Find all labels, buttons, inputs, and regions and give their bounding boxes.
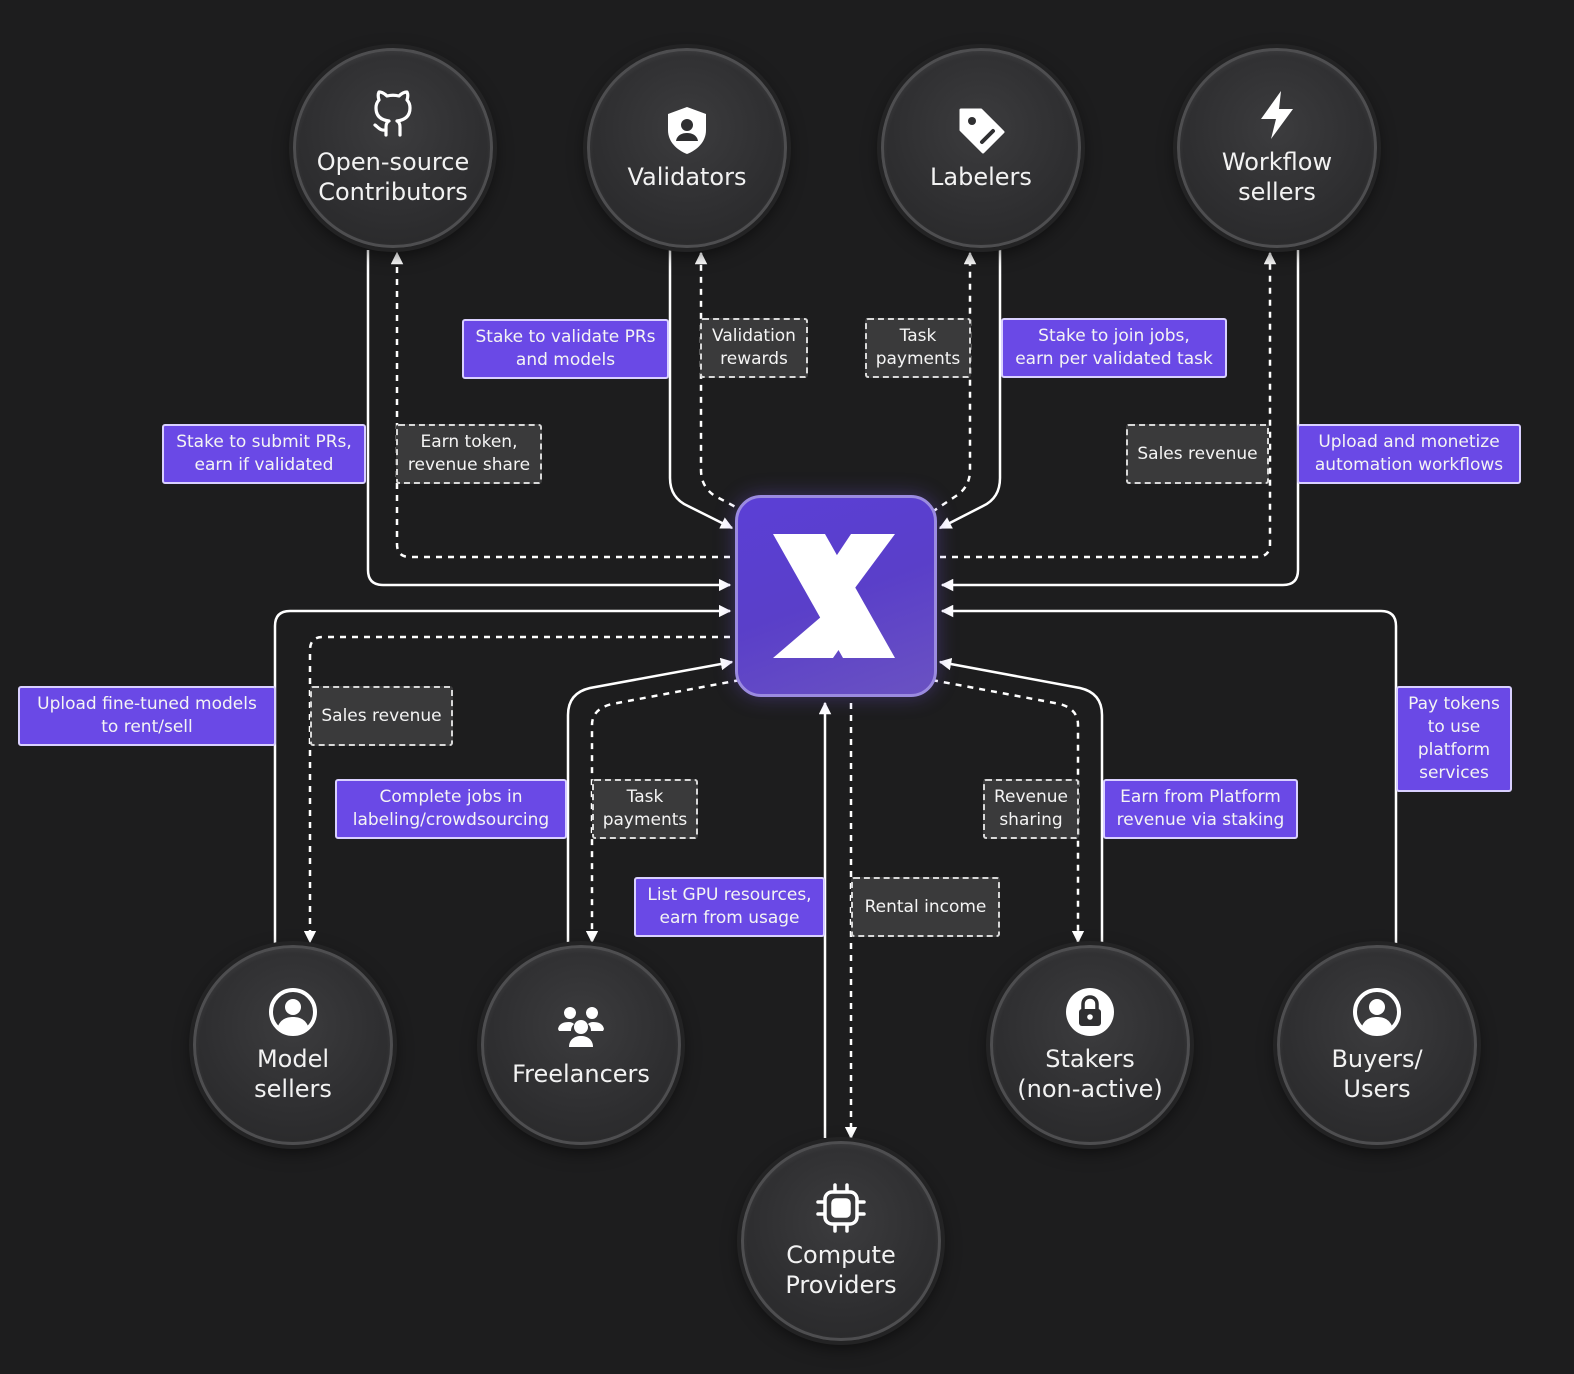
node-label: Freelancers: [512, 1060, 650, 1088]
flow-open-source-reward: [390, 251, 730, 559]
node-labelers: Labelers: [881, 48, 1081, 248]
group-icon: [558, 1007, 604, 1047]
user-circle-icon: [1353, 988, 1401, 1036]
node-label: Open-source Contributors: [316, 148, 470, 206]
label-stake-submit-prs: Stake to submit PRs, earn if validated: [162, 424, 366, 484]
node-label: Model sellers: [254, 1045, 332, 1103]
node-label: Labelers: [930, 163, 1032, 191]
flow-freelancers-payment: [585, 678, 741, 944]
flow-stakers-revenue: [931, 678, 1085, 944]
flow-workflow-revenue: [940, 251, 1277, 559]
label-validation-rewards: Validation rewards: [700, 318, 808, 378]
chip-icon: [816, 1183, 866, 1233]
node-model-sellers: Model sellers: [193, 945, 393, 1145]
flow-validators-stake: [668, 250, 734, 530]
label-earn-platform: Earn from Platform revenue via staking: [1103, 779, 1298, 839]
node-stakers: Stakers (non-active): [990, 945, 1190, 1145]
node-validators: Validators: [587, 48, 787, 248]
node-label: Buyers/ Users: [1331, 1045, 1423, 1103]
node-buyers-users: Buyers/ Users: [1277, 945, 1477, 1145]
flow-stakers-stake: [938, 657, 1104, 945]
label-upload-workflows: Upload and monetize automation workflows: [1297, 424, 1521, 484]
flow-workflow-upload: [940, 250, 1300, 592]
flow-buyers-pay: [940, 604, 1398, 945]
node-freelancers: Freelancers: [481, 945, 681, 1145]
platform-hub: [735, 495, 937, 697]
label-task-payments-bottom: Task payments: [592, 779, 698, 839]
user-circle-icon: [269, 988, 317, 1036]
flow-labelers-payment: [931, 251, 977, 514]
label-pay-tokens: Pay tokens to use platform services: [1396, 686, 1512, 792]
node-open-source-contributors: Open-source Contributors: [293, 48, 493, 248]
flow-labelers-stake: [938, 250, 1002, 530]
github-icon: [373, 90, 412, 137]
label-upload-models: Upload fine-tuned models to rent/sell: [18, 686, 276, 746]
label-rental-income: Rental income: [851, 877, 1000, 937]
lock-icon: [1066, 988, 1114, 1036]
label-earn-token: Earn token, revenue share: [396, 424, 542, 484]
label-sales-revenue-top: Sales revenue: [1126, 424, 1269, 484]
flow-open-source-stake: [366, 250, 732, 592]
node-label: Stakers (non-active): [1017, 1045, 1163, 1103]
node-label: Validators: [627, 163, 747, 191]
label-task-payments-top: Task payments: [865, 318, 971, 378]
tag-icon: [959, 108, 1005, 154]
x-logo-icon: [773, 534, 895, 658]
flow-validators-reward: [694, 251, 746, 514]
flow-freelancers-jobs: [566, 657, 734, 945]
label-stake-validate-prs: Stake to validate PRs and models: [462, 319, 669, 379]
label-list-gpu: List GPU resources, earn from usage: [634, 877, 825, 937]
node-workflow-sellers: Workflow sellers: [1177, 48, 1377, 248]
lightning-icon: [1261, 91, 1293, 139]
node-compute-providers: Compute Providers: [741, 1141, 941, 1341]
flow-model-sellers-upload: [273, 604, 732, 945]
label-stake-join-jobs: Stake to join jobs, earn per validated t…: [1001, 318, 1227, 378]
label-revenue-sharing: Revenue sharing: [983, 779, 1079, 839]
label-complete-jobs: Complete jobs in labeling/crowdsourcing: [335, 779, 567, 839]
node-label: Compute Providers: [785, 1241, 897, 1299]
shield-user-icon: [668, 107, 706, 154]
node-label: Workflow sellers: [1221, 148, 1333, 206]
label-sales-revenue-bottom: Sales revenue: [310, 686, 453, 746]
